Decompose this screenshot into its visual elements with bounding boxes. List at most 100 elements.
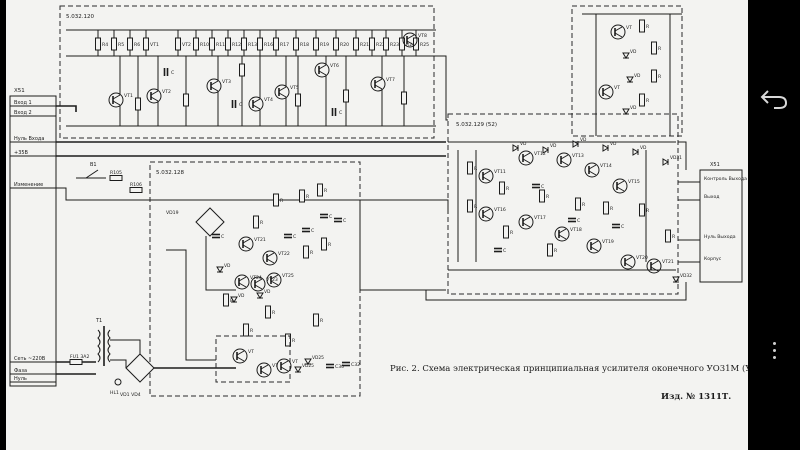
resistor <box>313 313 319 327</box>
resistor-label: R20 <box>340 42 349 48</box>
transistor <box>108 92 124 108</box>
left-terminal-label: Фаза <box>14 368 27 374</box>
diode <box>622 52 630 59</box>
transistor <box>602 92 611 98</box>
transistor-label: VT16 <box>494 207 506 213</box>
resistor-label: R4 <box>102 42 108 48</box>
transistor <box>266 258 275 264</box>
wire <box>446 199 449 214</box>
resistor-label: R <box>546 194 550 200</box>
resistor-label: VT2 <box>182 42 191 48</box>
transistor <box>210 80 219 86</box>
transistor-label: VT5 <box>290 85 299 91</box>
wire <box>205 236 236 291</box>
capacitor-label: C <box>339 110 342 116</box>
transistor <box>262 250 278 266</box>
diode <box>304 358 312 365</box>
resistor-label: R16 <box>264 42 273 48</box>
transistor <box>482 208 491 214</box>
wire <box>110 339 141 354</box>
wire <box>434 55 448 121</box>
block-label: 5.032.128 <box>156 170 184 176</box>
capacitor-label: C <box>541 184 544 190</box>
left-terminal-label: +35В <box>14 150 29 156</box>
resistor-label: R <box>310 250 314 256</box>
resistor-label: R <box>272 310 276 316</box>
left-terminal-label: Вход 1 <box>14 100 32 106</box>
resistor <box>109 175 123 181</box>
resistor-label: R <box>610 206 614 212</box>
block-outline-power-supply <box>149 161 361 397</box>
resistor-label: R <box>646 208 650 214</box>
resistor-label: R <box>260 220 264 226</box>
transistor <box>560 154 569 160</box>
resistor <box>285 333 291 347</box>
resistor-label: R <box>306 194 310 200</box>
resistor-label: R <box>324 188 328 194</box>
resistor-label: R <box>328 242 332 248</box>
diode-label: VD <box>580 137 587 143</box>
resistor <box>183 93 189 107</box>
diode <box>632 148 639 156</box>
resistor <box>241 37 247 51</box>
capacitor-label: C <box>329 214 332 220</box>
left-connector <box>9 95 57 387</box>
resistor-label: R105 <box>110 170 122 176</box>
resistor <box>257 37 263 51</box>
transistor-label: VT <box>272 363 278 369</box>
transistor <box>598 84 614 100</box>
transistor-label: VT21 <box>662 259 674 265</box>
resistor-label: R18 <box>300 42 309 48</box>
block-label: 5.032.120 <box>66 14 94 20</box>
left-terminal-label: Сеть ~220В <box>14 356 46 362</box>
overflow-menu-button[interactable] <box>748 330 800 370</box>
fuse <box>69 359 83 365</box>
resistor <box>639 93 645 107</box>
transistor <box>266 272 282 288</box>
transistor <box>522 216 531 222</box>
transistor <box>236 350 245 356</box>
diode <box>294 366 302 373</box>
resistor <box>209 37 215 51</box>
resistor <box>303 245 309 259</box>
left-terminal-label: Вход 2 <box>14 110 32 116</box>
diode-label: VD <box>264 289 271 295</box>
resistor <box>353 37 359 51</box>
resistor <box>299 189 305 203</box>
diode-label: VD <box>520 141 527 147</box>
transistor <box>478 168 494 184</box>
resistor-label: R19 <box>320 42 329 48</box>
transistor <box>112 94 121 100</box>
resistor <box>239 63 245 77</box>
transistor <box>624 262 633 268</box>
resistor-label: R <box>230 298 234 304</box>
resistor-label: R22 <box>376 42 385 48</box>
transistor <box>270 280 279 286</box>
diode <box>512 144 519 152</box>
system-navigation-bar <box>748 0 800 450</box>
switch-b1 <box>85 169 99 179</box>
transistor <box>374 84 383 90</box>
capacitor-label: C <box>503 248 506 254</box>
diode-label: VD19 <box>166 210 179 216</box>
diode <box>572 140 579 148</box>
resistor <box>273 193 279 207</box>
capacitor-label: C <box>293 234 296 240</box>
resistor <box>665 229 671 243</box>
right-connector-label: X51 <box>710 162 720 168</box>
resistor-label: R11 <box>216 42 225 48</box>
transistor <box>150 90 159 96</box>
resistor <box>651 69 657 83</box>
transistor <box>274 84 290 100</box>
transistor-label: VT19 <box>602 239 614 245</box>
resistor <box>135 97 141 111</box>
transistor <box>518 214 534 230</box>
resistor <box>503 225 509 239</box>
back-button[interactable] <box>748 78 800 118</box>
transistor-label: VT2 <box>162 89 171 95</box>
transistor <box>590 246 599 252</box>
diode-label: VD <box>630 105 637 111</box>
diode <box>626 76 634 83</box>
resistor-label: R <box>292 338 296 344</box>
transistor <box>522 152 531 158</box>
